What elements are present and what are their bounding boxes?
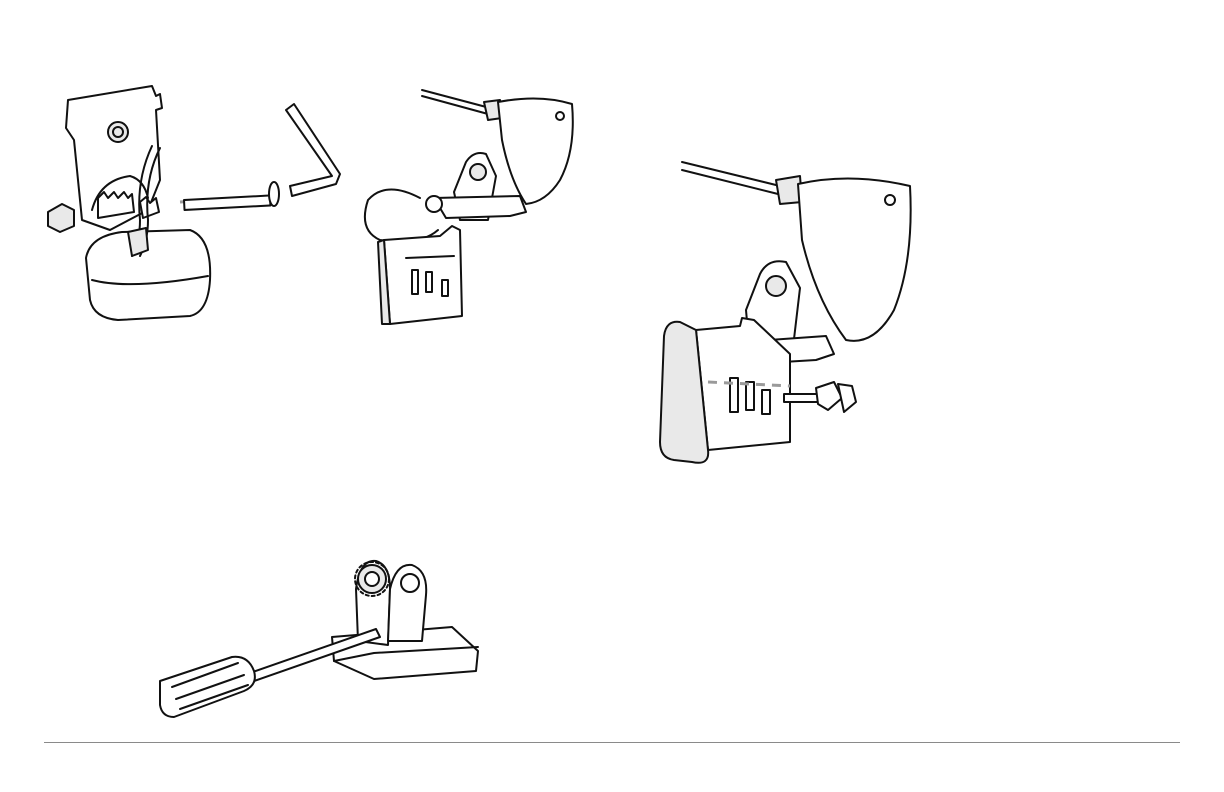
transducer-bracket-alignment-illustration (350, 80, 590, 330)
screwdriver-ratchet-removal-illustration (150, 545, 490, 735)
transducer-bracket-screw-illustration (650, 150, 930, 480)
transducer-disassembly-illustration (40, 80, 350, 330)
footer-rule (44, 742, 1180, 743)
